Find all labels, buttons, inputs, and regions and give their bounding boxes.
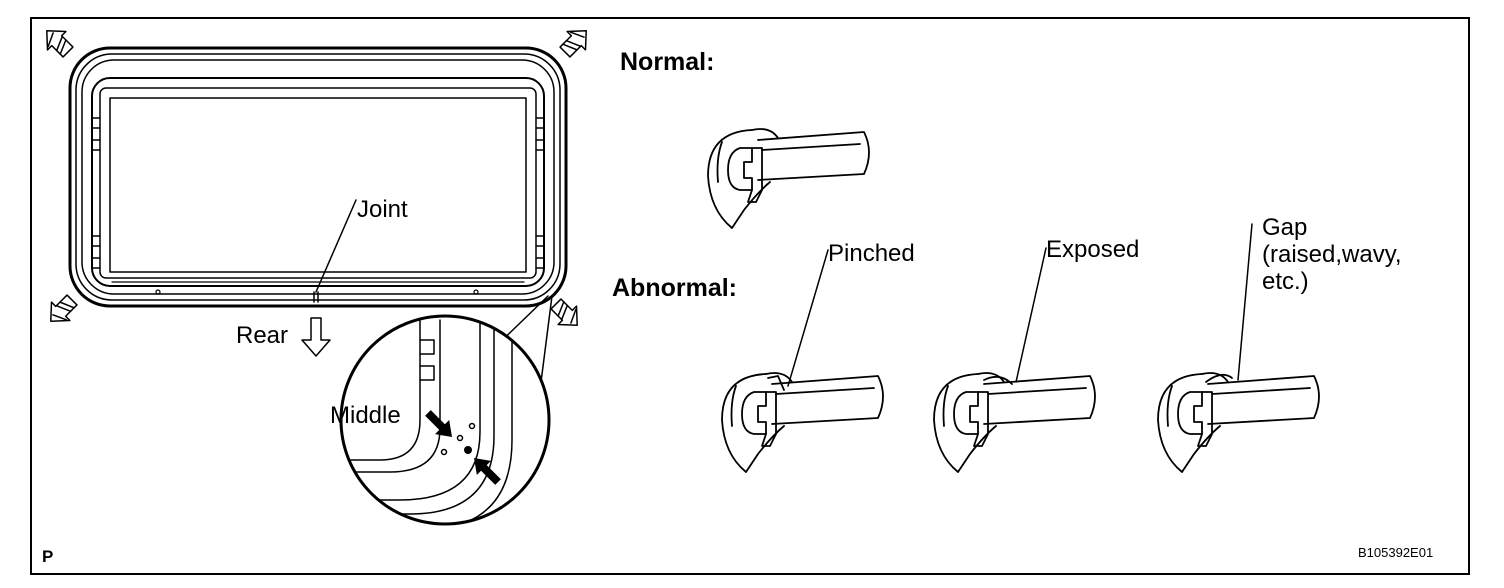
seal-normal [707, 128, 870, 229]
corner-arrows [46, 30, 587, 326]
corner-arrow-top-left [46, 30, 74, 58]
detail-circle [339, 314, 551, 526]
rear-label: Rear [236, 322, 289, 349]
corner-arrow-bottom-right [550, 298, 578, 326]
corner-arrow-bottom-left [50, 294, 78, 322]
diagram-frame [30, 17, 1470, 575]
abnormal-label: Abnormal: [612, 274, 737, 302]
gap-label-line2: (raised,wavy, [1262, 241, 1402, 268]
normal-label: Normal: [620, 48, 715, 76]
gap-label: Gap (raised,wavy, etc.) [1262, 214, 1402, 295]
corner-arrow-top-right [559, 30, 587, 58]
sunroof-panel [68, 46, 568, 308]
exposed-label: Exposed [1046, 236, 1140, 263]
seal-exposed [933, 372, 1096, 473]
seal-gap [1157, 372, 1320, 473]
figure-id: B105392E01 [1358, 545, 1434, 560]
joint-label: Joint [357, 196, 408, 223]
middle-pointer-arrows [425, 410, 501, 485]
pointer-arrow-lower [474, 458, 501, 485]
gap-label-line3: etc.) [1262, 268, 1309, 295]
abnormal-leaders [787, 223, 1253, 387]
rear-arrow [301, 317, 331, 357]
gap-label-line1: Gap [1262, 214, 1308, 241]
corner-letter: P [42, 547, 54, 566]
joint-leader [315, 199, 357, 293]
middle-marker [464, 446, 472, 454]
pointer-arrow-upper [425, 410, 452, 437]
pinched-label: Pinched [828, 240, 915, 267]
middle-label: Middle [330, 402, 401, 429]
seal-pinched [721, 372, 884, 473]
